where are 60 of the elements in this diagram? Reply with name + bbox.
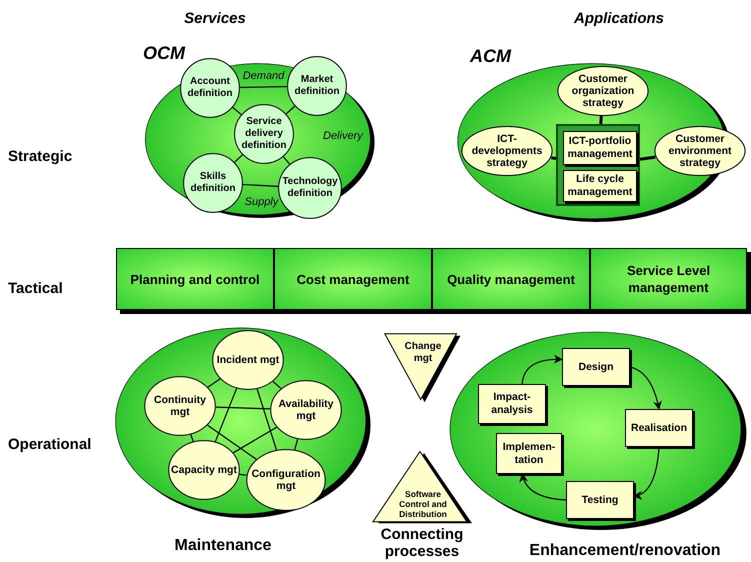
area-heading: ACM	[470, 45, 512, 68]
process-box: Testing	[566, 481, 634, 519]
process-box: Life cycle management	[563, 170, 637, 202]
connector-line	[286, 106, 296, 114]
connector-line	[242, 184, 278, 187]
connector-line	[283, 156, 290, 164]
process-circle: Technology definition	[278, 157, 342, 219]
column-heading: Services	[183, 9, 247, 29]
connector-line	[551, 156, 556, 160]
connector-line	[240, 474, 247, 476]
process-cell: Cost management	[274, 248, 432, 310]
connector-line	[207, 424, 257, 460]
process-box: Realisation	[625, 409, 693, 447]
process-circle: Market definition	[287, 56, 347, 116]
process-circle: Service delivery definition	[234, 104, 294, 164]
process-circle: Continuity mgt	[144, 376, 216, 436]
process-ellipse: ICT-developments strategy	[461, 126, 553, 176]
connector-line	[272, 381, 282, 389]
connector-line	[216, 406, 270, 410]
process-cell: Service Level management	[590, 248, 747, 310]
process-box: ICT-portfolio management	[563, 131, 637, 165]
row-label: Strategic	[8, 147, 74, 167]
process-cell: Quality management	[432, 248, 590, 310]
group-caption: Connecting processes	[380, 526, 464, 560]
connector-line	[294, 439, 298, 450]
flow-label: Delivery	[323, 129, 364, 144]
arrow	[520, 473, 566, 501]
process-circle: Account definition	[180, 58, 240, 118]
process-cell: Planning and control	[116, 248, 274, 310]
process-circle: Incident mgt	[212, 330, 284, 390]
column-heading: Applications	[572, 9, 665, 29]
connector-line	[234, 154, 243, 163]
area-heading: Maintenance	[174, 536, 272, 556]
row-label: Operational	[8, 435, 92, 455]
connector-line	[232, 107, 242, 115]
connector-line	[240, 86, 288, 88]
process-circle: Capacity mgt	[168, 440, 240, 500]
edge-label: Demand	[242, 68, 284, 84]
edge-label: Supply	[244, 194, 278, 210]
arrow	[522, 354, 563, 384]
process-box: Design	[562, 348, 630, 386]
process-box: Impact-analysis	[478, 384, 546, 424]
process-ellipse: Customer organization strategy	[557, 66, 649, 116]
process-circle: Configuration mgt	[246, 449, 326, 511]
arrow	[630, 366, 662, 410]
connector-line	[214, 388, 238, 442]
arrow	[633, 446, 660, 500]
process-circle: Skills definition	[183, 153, 243, 213]
process-box: Implemen-tation	[496, 433, 562, 474]
connector-line	[190, 434, 194, 442]
connector-line	[640, 156, 656, 161]
process-ellipse: Customer environment strategy	[654, 126, 746, 176]
area-heading: Enhancement/renovation	[528, 541, 722, 561]
row-label: Tactical	[8, 279, 64, 299]
connector-line	[233, 426, 277, 454]
connector-line	[256, 388, 278, 450]
process-circle: Availability mgt	[270, 380, 342, 440]
group-box	[556, 124, 640, 206]
connector-line	[208, 378, 220, 388]
connector-line	[599, 116, 603, 124]
